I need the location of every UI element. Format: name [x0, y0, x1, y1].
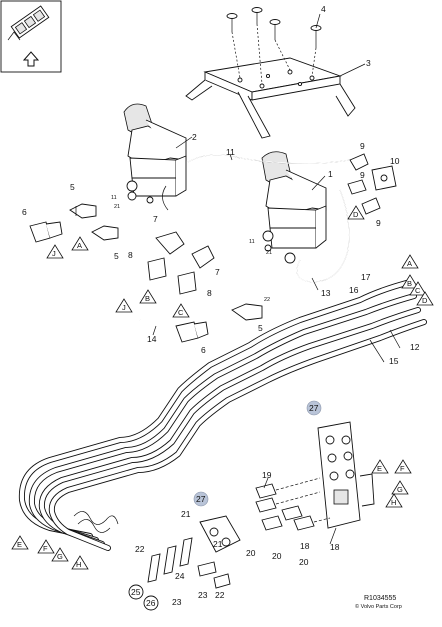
port-labels: 11 21 11 21 22	[111, 195, 272, 303]
callout-4: 4	[321, 4, 326, 14]
callout-18a: 18	[300, 541, 310, 551]
svg-text:22: 22	[264, 297, 270, 303]
callout-2: 2	[192, 132, 197, 142]
callout-5b: 5	[114, 251, 119, 261]
callout-23a: 23	[172, 597, 182, 607]
callout-23b: 23	[198, 590, 208, 600]
callout-9c: 9	[376, 218, 381, 228]
connection-markers: J A B C J D A B C D E F G H E	[11, 205, 434, 570]
callout-25: 25	[131, 587, 141, 597]
leader-lines	[152, 13, 401, 545]
marker-E-left: E	[17, 540, 22, 549]
callout-12: 12	[410, 342, 420, 352]
marker-H-left: H	[76, 560, 81, 569]
copyright-notice: © Volvo Parts Corp	[355, 603, 402, 610]
marker-A-right: A	[407, 259, 412, 268]
callout-15: 15	[389, 356, 399, 366]
marker-G-left: G	[57, 552, 63, 561]
marker-B-left: B	[145, 294, 150, 303]
mounting-bracket	[185, 57, 356, 139]
marker-G-right: G	[397, 485, 403, 494]
marker-C-right: C	[415, 286, 421, 295]
callout-18b: 18	[330, 542, 340, 552]
callout-9b: 9	[360, 170, 365, 180]
callout-6b: 6	[201, 345, 206, 355]
marker-J-lower: J	[122, 303, 126, 312]
callout-7b: 7	[215, 267, 220, 277]
callout-22b: 22	[215, 590, 225, 600]
callout-5c: 5	[258, 323, 263, 333]
callout-22a: 22	[135, 544, 145, 554]
callout-19: 19	[262, 470, 272, 480]
marker-C-left: C	[178, 308, 184, 317]
callout-21b: 21	[213, 539, 223, 549]
callout-1: 1	[328, 169, 333, 179]
reference-number: R1034555	[364, 595, 396, 602]
callout-8b: 8	[207, 288, 212, 298]
orientation-inset	[0, 0, 62, 73]
hose-bundle	[18, 279, 427, 551]
pilot-hoses	[162, 154, 351, 283]
marker-F-right: F	[400, 464, 405, 473]
distribution-block	[199, 515, 241, 553]
marker-D-right: D	[422, 296, 428, 305]
callout-13: 13	[321, 288, 331, 298]
callout-11: 11	[226, 147, 235, 157]
callout-5a: 5	[70, 182, 75, 192]
svg-text:21: 21	[266, 250, 272, 256]
svg-text:21: 21	[114, 204, 120, 210]
callout-10: 10	[390, 156, 400, 166]
callout-17: 17	[361, 272, 371, 282]
nipples-19-20	[255, 477, 331, 531]
svg-text:11: 11	[249, 239, 255, 245]
control-valve-1	[261, 151, 327, 264]
callout-26: 26	[146, 598, 156, 608]
lower-fittings-22-24	[147, 537, 231, 589]
callout-20c: 20	[299, 557, 309, 567]
circled-callouts: 25 26 27 27	[128, 400, 322, 611]
callout-16: 16	[349, 285, 359, 295]
callout-labels: 1 2 3 4 5 5 5 6 6 7 7 8 8 9 9 9 10 11 12…	[22, 4, 420, 607]
callout-27b: 27	[196, 494, 206, 504]
callout-27a: 27	[309, 403, 319, 413]
fittings	[29, 153, 397, 343]
screws	[226, 7, 322, 85]
callout-24: 24	[175, 571, 185, 581]
callout-14: 14	[147, 334, 157, 344]
callout-7a: 7	[153, 214, 158, 224]
callout-3: 3	[366, 58, 371, 68]
forward-arrow-icon	[22, 51, 40, 67]
callout-20a: 20	[246, 548, 256, 558]
marker-F-left: F	[43, 544, 48, 553]
control-valve-2	[123, 103, 187, 204]
marker-J-upper: J	[52, 249, 56, 258]
marker-A-left: A	[77, 241, 82, 250]
callout-9a: 9	[360, 141, 365, 151]
marker-D-upper: D	[353, 210, 359, 219]
callout-6a: 6	[22, 207, 27, 217]
connector-plate	[317, 421, 375, 529]
marker-B-right: B	[407, 279, 412, 288]
callout-20b: 20	[272, 551, 282, 561]
marker-E-right: E	[377, 464, 382, 473]
callout-8a: 8	[128, 250, 133, 260]
svg-text:11: 11	[111, 195, 117, 201]
callout-21: 21	[181, 509, 191, 519]
marker-H-right: H	[391, 498, 396, 507]
